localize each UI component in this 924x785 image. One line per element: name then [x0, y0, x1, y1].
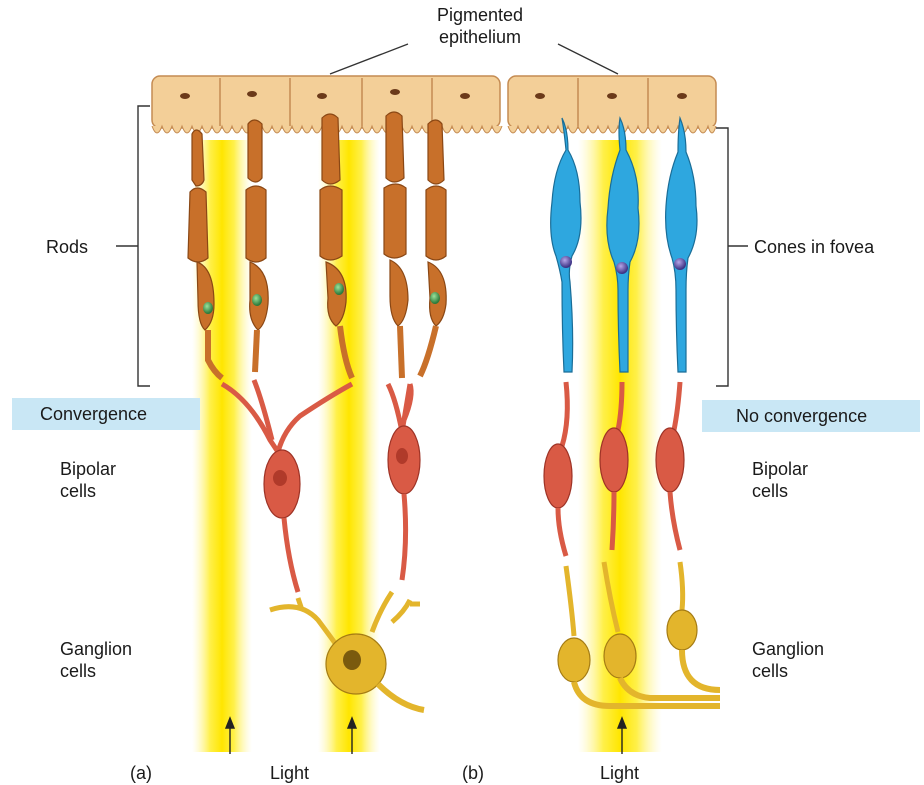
no-convergence-label: No convergence: [702, 406, 867, 427]
rods-label: Rods: [46, 236, 88, 258]
ganglion-cells-label-a: Ganglion cells: [60, 638, 132, 682]
light-arrows: [226, 718, 626, 754]
convergence-label: Convergence: [12, 404, 147, 425]
no-convergence-tag: No convergence: [702, 400, 920, 432]
ganglion-cells-label-b: Ganglion cells: [752, 638, 824, 682]
convergence-tag: Convergence: [12, 398, 200, 430]
bipolar-cells-label-b: Bipolar cells: [752, 458, 808, 502]
cones-bracket: [716, 128, 748, 386]
bipolar-cells-label-a: Bipolar cells: [60, 458, 116, 502]
leader-line: [558, 44, 618, 74]
pigmented-epithelium-b: [508, 76, 716, 133]
rod: [420, 120, 446, 376]
leader-line: [330, 44, 408, 74]
cones: [551, 118, 697, 372]
cones-in-fovea-label: Cones in fovea: [754, 236, 874, 258]
bipolar-cell: [544, 382, 572, 556]
light-label-a: Light: [270, 762, 309, 784]
rod: [384, 112, 408, 378]
ganglion-cell: [604, 634, 636, 678]
rods-bracket: [116, 106, 150, 386]
ganglion-cell: [667, 610, 697, 650]
panel-a-label: (a): [130, 762, 152, 784]
cone: [666, 118, 697, 372]
ganglion-cell: [558, 638, 590, 682]
pigmented-epithelium-label: Pigmented epithelium: [420, 4, 540, 48]
light-label-b: Light: [600, 762, 639, 784]
panel-b-label: (b): [462, 762, 484, 784]
cone: [551, 118, 581, 372]
